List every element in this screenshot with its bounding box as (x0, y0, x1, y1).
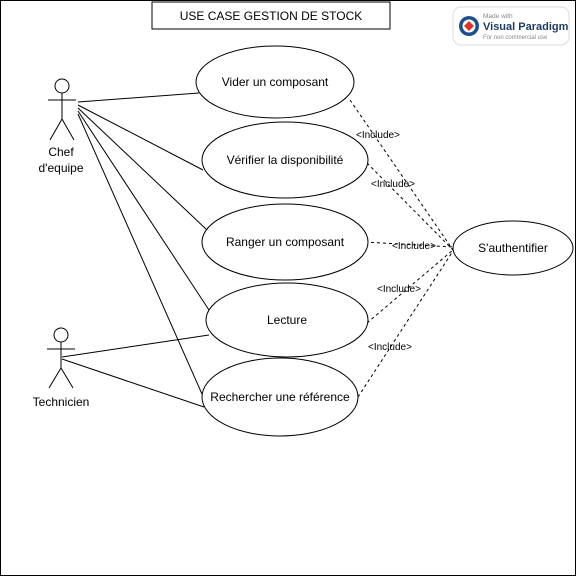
association-lines (61, 92, 210, 408)
use-case-rechercher[interactable] (201, 357, 359, 437)
use-case-rechercher-label: Rechercher une référence (210, 390, 350, 404)
use-case-labels: Vider un composant Vérifier la disponibi… (210, 75, 548, 404)
actor-technicien-head-icon (53, 327, 69, 343)
watermark-brand: Visual Paradigm (483, 21, 569, 33)
actor-chef-head-icon (54, 78, 70, 94)
include-ranger (364, 241, 454, 248)
visual-paradigm-logo-icon (459, 16, 479, 36)
assoc-tech-rechercher (61, 358, 205, 408)
include-labels: <Include> <Include> <Include> <Include> … (356, 130, 436, 353)
use-case-vider-label: Vider un composant (222, 75, 329, 89)
include-label-rechercher: <Include> (368, 342, 412, 353)
include-lecture (366, 249, 454, 324)
watermark-made-with: Made with (483, 13, 513, 20)
actor-chef-label-line1: Chef (48, 145, 74, 159)
actor-technicien-label: Technicien (33, 395, 90, 409)
include-label-lecture: <Include> (377, 284, 421, 295)
include-rechercher (357, 250, 454, 398)
include-vider (349, 99, 454, 251)
title-box: USE CASE GESTION DE STOCK (151, 1, 391, 30)
assoc-chef-lecture (77, 110, 210, 311)
include-label-vider: <Include> (356, 130, 400, 141)
actor-technicien[interactable] (47, 327, 75, 389)
use-case-verifier[interactable] (201, 121, 369, 199)
actor-chef-label-line2: d'equipe (39, 161, 84, 175)
assoc-chef-verifier (77, 104, 204, 171)
assoc-tech-lecture (61, 334, 210, 358)
assoc-chef-rechercher (77, 113, 203, 395)
include-label-ranger: <Include> (392, 241, 436, 252)
actor-chef[interactable] (48, 78, 76, 141)
actor-chef-label: Chef d'equipe (39, 145, 84, 175)
include-verifier (366, 162, 454, 251)
use-case-lecture[interactable] (205, 282, 369, 358)
include-label-verifier: <Include> (371, 179, 415, 190)
use-case-lecture-label: Lecture (267, 313, 307, 327)
use-case-authentifier[interactable] (452, 220, 574, 276)
use-case-ranger[interactable] (201, 203, 369, 281)
assoc-chef-vider (77, 92, 200, 103)
use-cases (195, 45, 574, 437)
use-case-authentifier-label: S'authentifier (478, 241, 548, 255)
include-lines (349, 99, 454, 398)
use-case-vider[interactable] (195, 45, 355, 119)
diagram-title: USE CASE GESTION DE STOCK (180, 9, 362, 23)
visual-paradigm-badge: Made with Visual Paradigm For non commer… (452, 6, 570, 46)
assoc-chef-ranger (77, 107, 208, 231)
use-case-ranger-label: Ranger un composant (226, 235, 345, 249)
use-case-verifier-label: Vérifier la disponibilité (227, 153, 344, 167)
watermark-note: For non commercial use (483, 35, 548, 41)
